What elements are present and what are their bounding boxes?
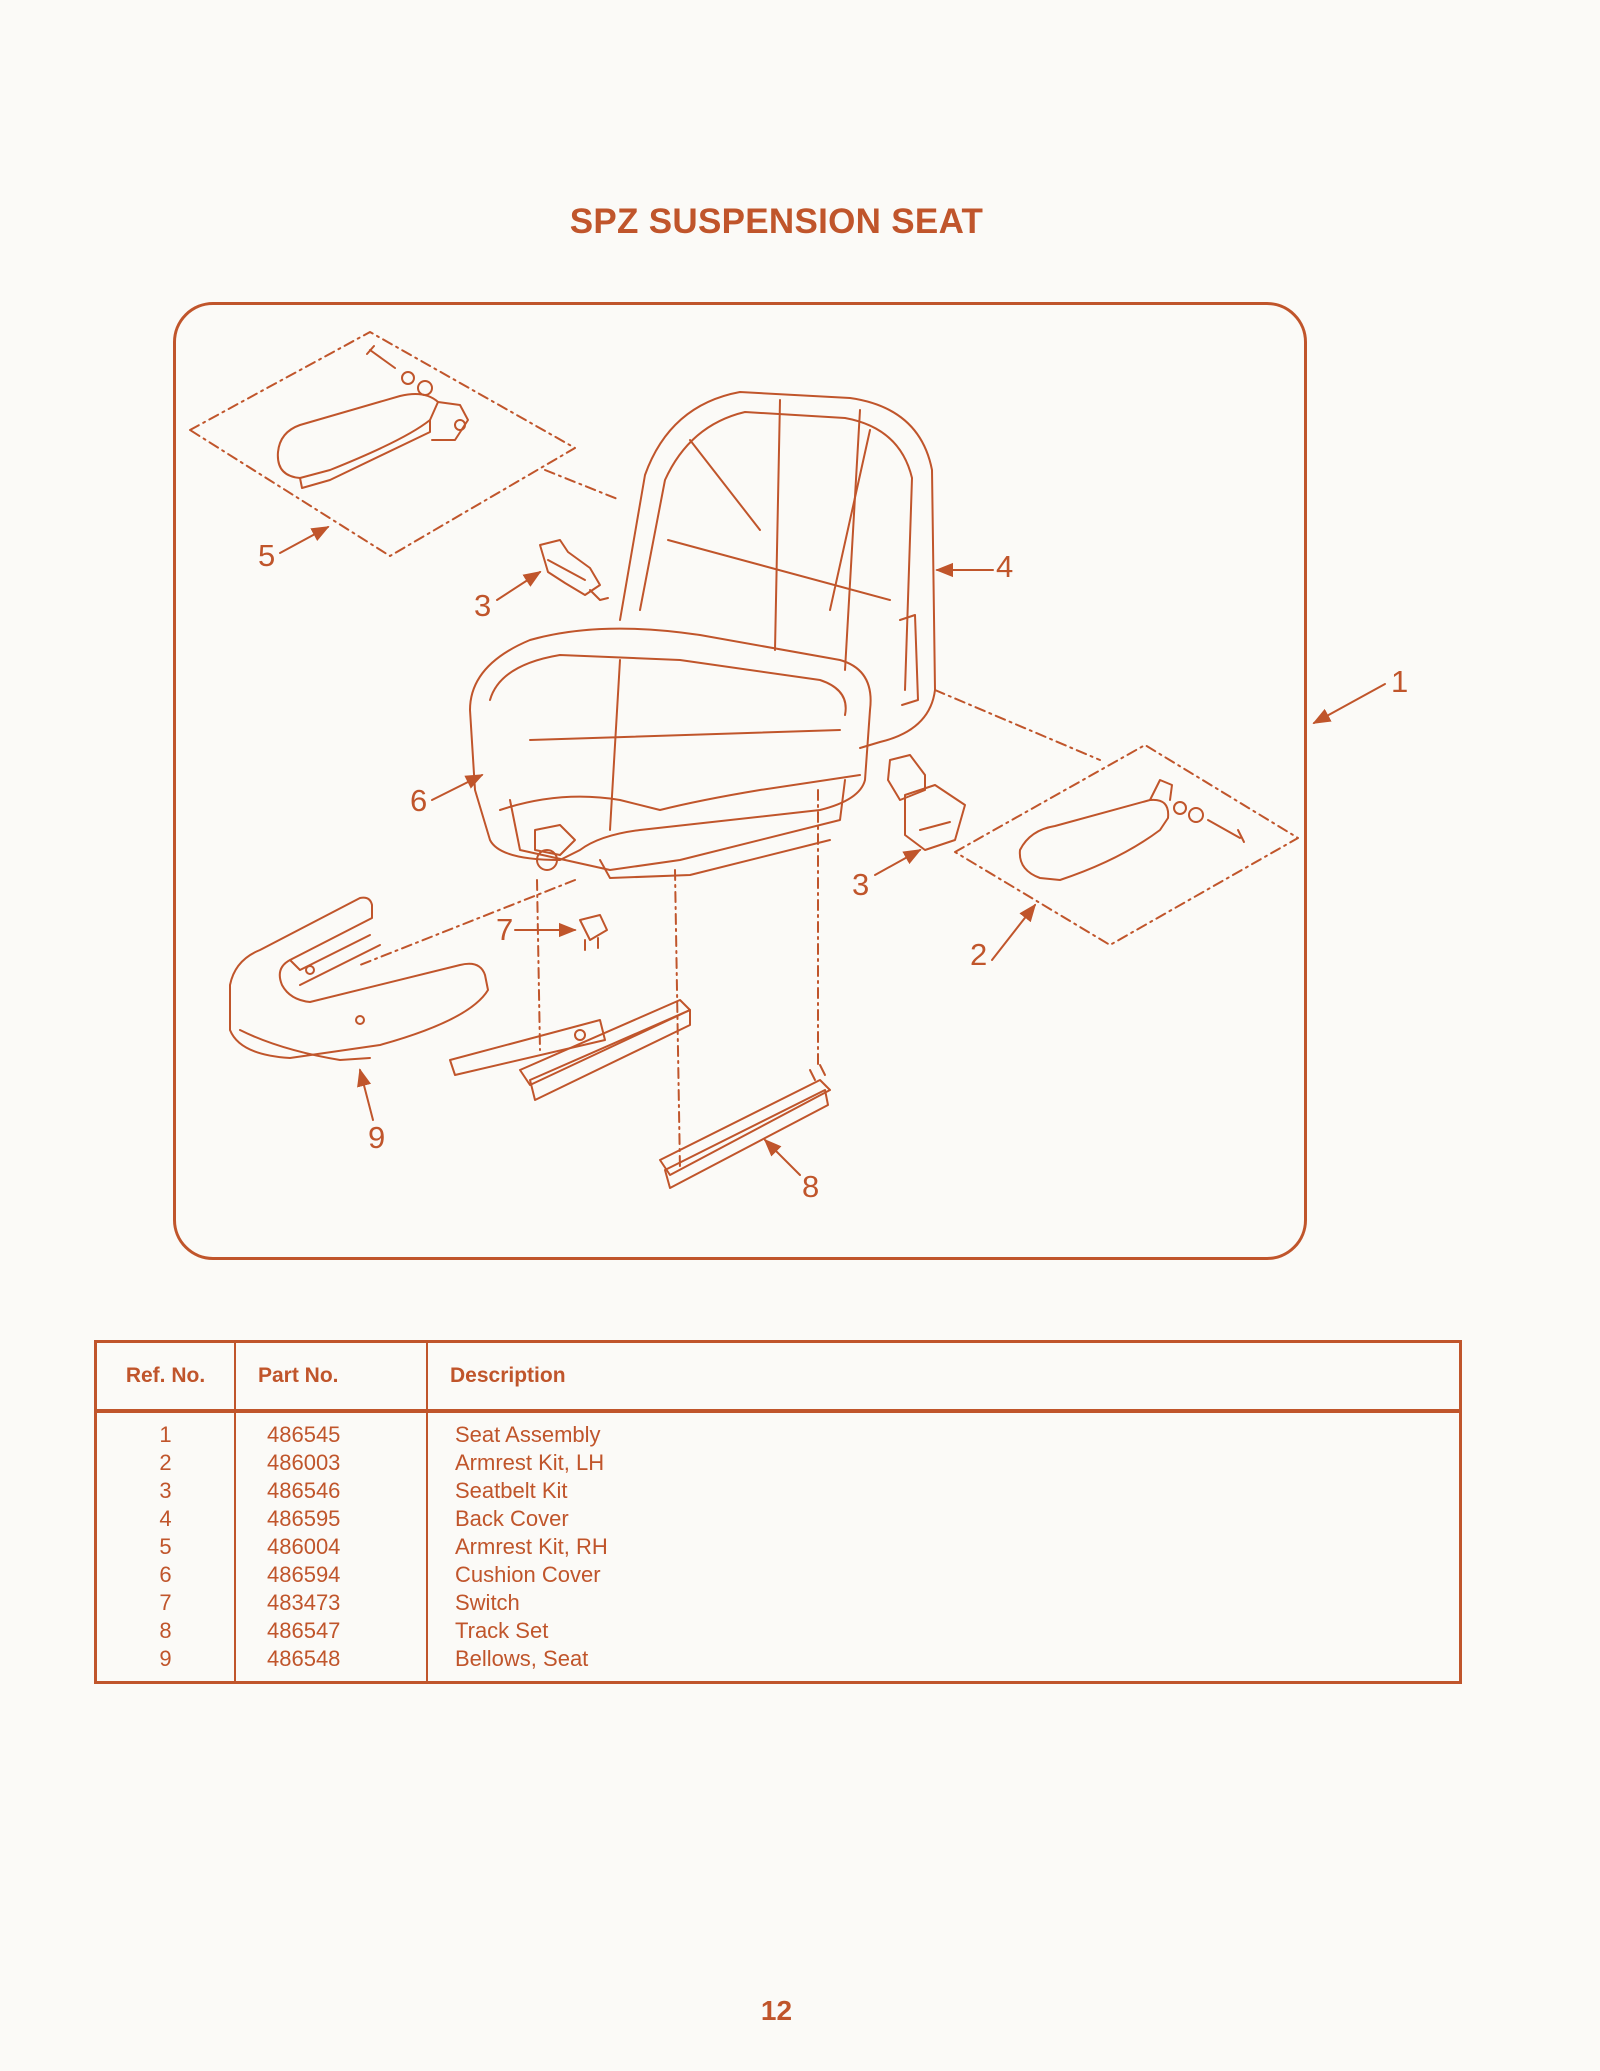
- ref-cell: 7: [95, 1589, 236, 1617]
- callout-2: 2: [970, 937, 988, 972]
- table-row: 1 486545 Seat Assembly: [95, 1411, 1461, 1449]
- part-cell: 486594: [235, 1561, 428, 1589]
- table-row: 5 486004 Armrest Kit, RH: [95, 1533, 1461, 1561]
- table-row: 7 483473 Switch: [95, 1589, 1461, 1617]
- ref-cell: 8: [95, 1617, 236, 1645]
- description-cell: Switch: [455, 1590, 520, 1615]
- callout-6: 6: [410, 783, 428, 818]
- diagram-frame: [173, 302, 1307, 1260]
- callout-9: 9: [368, 1120, 386, 1155]
- table-row: 9 486548 Bellows, Seat: [95, 1645, 1461, 1683]
- ref-cell: 9: [95, 1645, 236, 1683]
- header-part-no: Part No.: [235, 1341, 428, 1413]
- callout-7: 7: [496, 912, 514, 947]
- description-cell: Armrest Kit, RH: [455, 1534, 608, 1559]
- callout-5: 5: [258, 538, 276, 573]
- callout-3-lh: 3: [474, 588, 492, 623]
- table-row: 8 486547 Track Set: [95, 1617, 1461, 1645]
- switch-illustration: [579, 914, 608, 951]
- table-row: 3 486546 Seatbelt Kit: [95, 1477, 1461, 1505]
- description-cell: Seat Assembly: [455, 1422, 601, 1447]
- part-cell: 486004: [235, 1533, 428, 1561]
- table-row: 2 486003 Armrest Kit, LH: [95, 1449, 1461, 1477]
- callout-8: 8: [802, 1169, 820, 1204]
- ref-cell: 5: [95, 1533, 236, 1561]
- part-cell: 486547: [235, 1617, 428, 1645]
- leader-arrows: [279, 526, 1386, 1176]
- description-cell: Back Cover: [455, 1506, 569, 1531]
- ref-cell: 3: [95, 1477, 236, 1505]
- table-row: 6 486594 Cushion Cover: [95, 1561, 1461, 1589]
- exploded-parts-diagram: [189, 331, 1386, 1189]
- part-cell: 486595: [235, 1505, 428, 1533]
- table-row: 4 486595 Back Cover: [95, 1505, 1461, 1533]
- armrest-rh-illustration: [189, 331, 576, 557]
- header-description: Description: [427, 1341, 1461, 1413]
- seatbelt-rh-illustration: [887, 754, 966, 851]
- table-header-row: Ref. No. Part No. Description: [95, 1341, 1461, 1413]
- callout-1: 1: [1391, 664, 1409, 699]
- part-cell: 486003: [235, 1449, 428, 1477]
- ref-cell: 1: [95, 1411, 236, 1449]
- part-cell: 486548: [235, 1645, 428, 1683]
- description-cell: Seatbelt Kit: [455, 1478, 568, 1503]
- description-cell: Track Set: [455, 1618, 549, 1643]
- description-cell: Armrest Kit, LH: [455, 1450, 605, 1475]
- seatbelt-lh-illustration: [539, 539, 609, 601]
- part-cell: 486545: [235, 1411, 428, 1449]
- callout-3-rh: 3: [852, 867, 870, 902]
- track-left-illustration: [449, 999, 691, 1101]
- ref-cell: 6: [95, 1561, 236, 1589]
- guide-lines: [359, 469, 1101, 1171]
- description-cell: Bellows, Seat: [455, 1646, 589, 1671]
- track-right-illustration: [659, 1064, 831, 1189]
- bellows-illustration: [229, 896, 489, 1061]
- page-number: 12: [760, 1995, 793, 2026]
- ref-cell: 2: [95, 1449, 236, 1477]
- armrest-lh-illustration: [954, 744, 1299, 946]
- seat-illustration: [469, 391, 936, 879]
- header-ref-no: Ref. No.: [95, 1341, 236, 1413]
- description-cell: Cushion Cover: [455, 1562, 601, 1587]
- parts-table: Ref. No. Part No. Description 1 486545 S…: [94, 1340, 1462, 1684]
- page-title: SPZ SUSPENSION SEAT: [569, 202, 984, 241]
- ref-cell: 4: [95, 1505, 236, 1533]
- part-cell: 483473: [235, 1589, 428, 1617]
- part-cell: 486546: [235, 1477, 428, 1505]
- callout-4: 4: [996, 549, 1014, 584]
